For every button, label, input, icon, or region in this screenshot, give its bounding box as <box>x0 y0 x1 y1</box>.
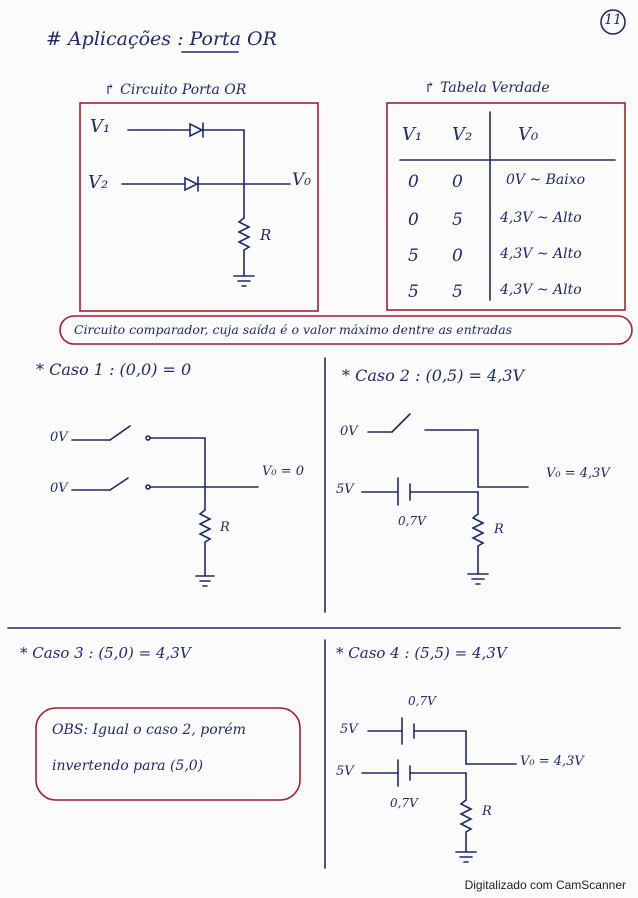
case4-output-label: V₀ = 4,3V <box>520 754 584 769</box>
case4-r-label: R <box>482 804 492 819</box>
table-cell: 5 <box>452 282 463 302</box>
circuit-heading: ↱ Circuito Porta OR <box>104 82 247 98</box>
table-cell: 5 <box>408 282 419 302</box>
table-header-v2: V₂ <box>452 124 473 145</box>
case2-output-label: V₀ = 4,3V <box>546 466 610 481</box>
truth-table-heading: ↱ Tabela Verdade <box>424 80 550 96</box>
table-header-v1: V₁ <box>402 124 423 145</box>
scanner-footer: Digitalizado com CamScanner <box>464 878 626 892</box>
case3-title: * Caso 3 : (5,0) = 4,3V <box>20 644 191 662</box>
case2-title: * Caso 2 : (0,5) = 4,3V <box>342 366 525 385</box>
circuit-box-frame <box>79 102 319 312</box>
case1-r-label: R <box>220 520 230 535</box>
case1-circuit <box>71 425 259 587</box>
obs-line1: OBS: Igual o caso 2, porém <box>52 722 246 738</box>
table-cell: 0 <box>452 246 463 266</box>
case2-circuit <box>361 413 529 585</box>
case1-input1-label: 0V <box>50 430 68 445</box>
case4-drop2-label: 0,7V <box>390 796 418 810</box>
case2-input1-label: 0V <box>340 424 358 439</box>
circuit-vo-label: V₀ <box>292 170 312 190</box>
table-cell: 0 <box>408 172 419 192</box>
page-title: # Aplicações : Porta OR <box>46 28 277 50</box>
page-number-circle <box>600 9 626 35</box>
summary-note: Circuito comparador, cuja saída é o valo… <box>74 322 513 337</box>
table-header-vo: V₀ <box>518 124 539 145</box>
table-cell: 5 <box>408 246 419 266</box>
table-cell: 5 <box>452 210 463 230</box>
case4-input1-label: 5V <box>340 722 358 737</box>
or-gate-circuit <box>121 122 291 287</box>
circuit-r-label: R <box>260 226 272 244</box>
circuit-v2-label: V₂ <box>88 172 109 193</box>
table-cell: 0 <box>408 210 419 230</box>
page-number: 11 <box>604 12 622 28</box>
case1-output-label: V₀ = 0 <box>262 464 305 479</box>
table-cell: 4,3V ~ Alto <box>500 282 582 298</box>
case4-drop1-label: 0,7V <box>408 694 436 708</box>
circuit-v1-label: V₁ <box>90 116 111 137</box>
truth-table-frame <box>386 102 626 311</box>
case2-drop-label: 0,7V <box>398 514 426 528</box>
summary-note-frame <box>59 315 633 345</box>
case4-input2-label: 5V <box>336 764 354 779</box>
case1-input2-label: 0V <box>50 481 68 496</box>
case4-title: * Caso 4 : (5,5) = 4,3V <box>336 644 507 662</box>
table-cell: 0 <box>452 172 463 192</box>
obs-note-frame <box>35 707 301 801</box>
case1-title: * Caso 1 : (0,0) = 0 <box>36 360 192 379</box>
case2-input2-label: 5V <box>336 482 354 497</box>
obs-line2: invertendo para (5,0) <box>52 758 204 774</box>
table-cell: 4,3V ~ Alto <box>500 210 582 226</box>
case2-r-label: R <box>494 522 504 537</box>
table-cell: 0V ~ Baixo <box>506 172 586 188</box>
case4-circuit <box>361 717 517 863</box>
table-cell: 4,3V ~ Alto <box>500 246 582 262</box>
